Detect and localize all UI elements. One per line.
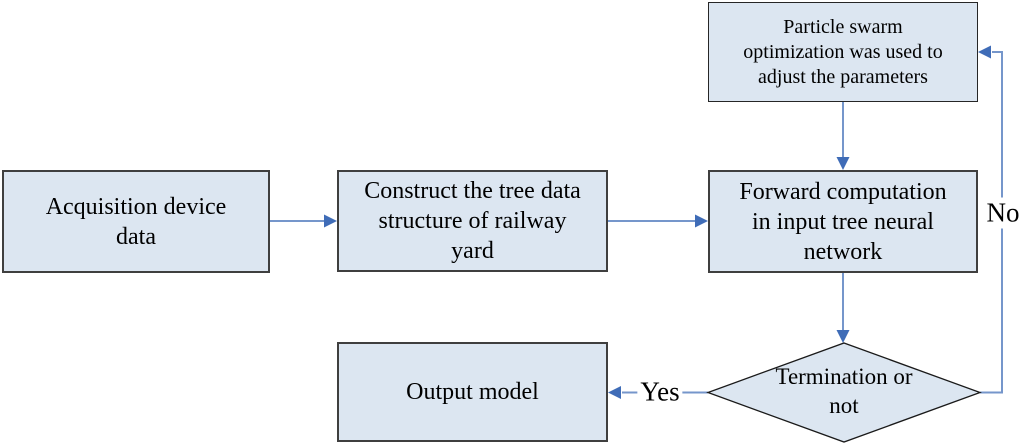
arrowhead-termination-to-output	[608, 386, 621, 399]
node-output-label: Output model	[406, 379, 539, 405]
node-output-model: Output model	[337, 342, 608, 442]
node-acquisition-label: Acquisition device data	[45, 193, 227, 250]
node-acquisition-device-data: Acquisition device data	[2, 170, 270, 273]
node-particle-swarm-optimization: Particle swarm optimization was used to …	[708, 2, 978, 102]
node-forward-computation: Forward computation in input tree neural…	[708, 170, 978, 273]
node-termination-decision: Termination or not	[744, 352, 944, 432]
arrowhead-forward-to-termination	[836, 330, 850, 343]
arrowhead-construct-to-forward	[695, 214, 708, 228]
arrowhead-termination-to-pso	[978, 45, 991, 59]
node-pso-label: Particle swarm optimization was used to …	[743, 15, 943, 88]
edge-label-no: No	[983, 197, 1020, 229]
termination-diamond-shape	[706, 342, 982, 443]
node-construct-tree-structure: Construct the tree data structure of rai…	[337, 170, 608, 272]
node-termination-label: Termination or not	[775, 364, 913, 418]
edge-label-yes: Yes	[637, 376, 683, 408]
arrowhead-pso-to-forward	[836, 157, 850, 170]
node-construct-label: Construct the tree data structure of rai…	[364, 178, 581, 264]
node-forward-label: Forward computation in input tree neural…	[739, 178, 947, 265]
arrowhead-acquisition-to-construct	[324, 214, 337, 228]
